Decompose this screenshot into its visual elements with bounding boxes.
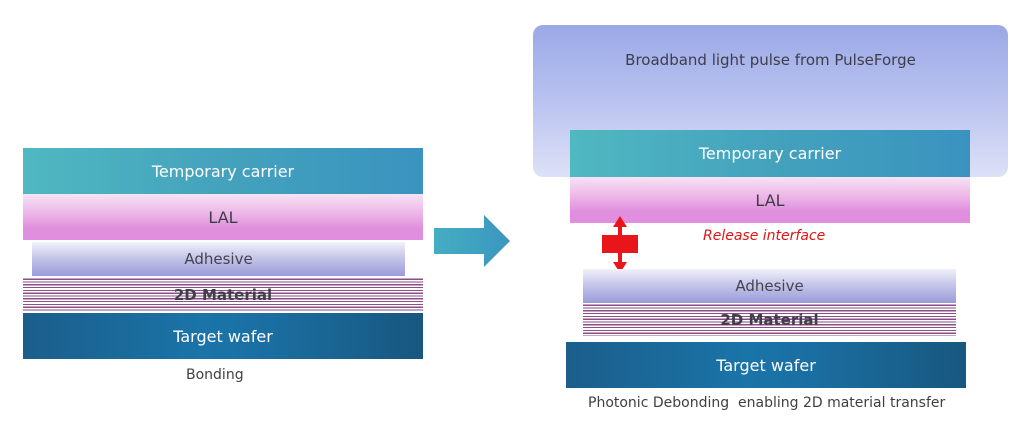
right-temporary-carrier-label: Temporary carrier xyxy=(698,144,842,163)
left-temporary-carrier-layer: Temporary carrier xyxy=(23,148,423,194)
right-target-wafer-label: Target wafer xyxy=(716,355,816,375)
photonic-debonding-caption: Photonic Debonding enabling 2D material … xyxy=(588,395,946,411)
left-lal-label: LAL xyxy=(208,207,238,227)
left-2d-material-layer: 2D Material xyxy=(23,277,423,312)
right-lal-label: LAL xyxy=(755,190,785,210)
left-lal-layer: LAL xyxy=(23,194,423,240)
left-2d-material-label: 2D Material xyxy=(173,285,273,304)
left-adhesive-layer: Adhesive xyxy=(32,242,405,276)
right-target-wafer-layer: Target wafer xyxy=(566,342,966,388)
right-adhesive-label: Adhesive xyxy=(735,277,804,295)
right-temporary-carrier-layer: Temporary carrier xyxy=(570,130,970,177)
light-pulse-label: Broadband light pulse from PulseForge xyxy=(625,51,916,69)
right-arrow-icon xyxy=(434,215,510,267)
right-2d-material-layer: 2D Material xyxy=(583,303,956,336)
right-lal-layer: LAL xyxy=(570,177,970,223)
left-adhesive-label: Adhesive xyxy=(184,250,253,268)
release-interface-label: Release interface xyxy=(703,228,826,244)
bonding-caption: Bonding xyxy=(186,367,244,383)
left-temporary-carrier-label: Temporary carrier xyxy=(151,161,295,181)
left-target-wafer-label: Target wafer xyxy=(173,326,273,346)
left-target-wafer-layer: Target wafer xyxy=(23,313,423,359)
double-headed-vertical-arrow-icon xyxy=(602,216,638,273)
right-adhesive-layer: Adhesive xyxy=(583,269,956,303)
right-2d-material-label: 2D Material xyxy=(720,310,819,329)
